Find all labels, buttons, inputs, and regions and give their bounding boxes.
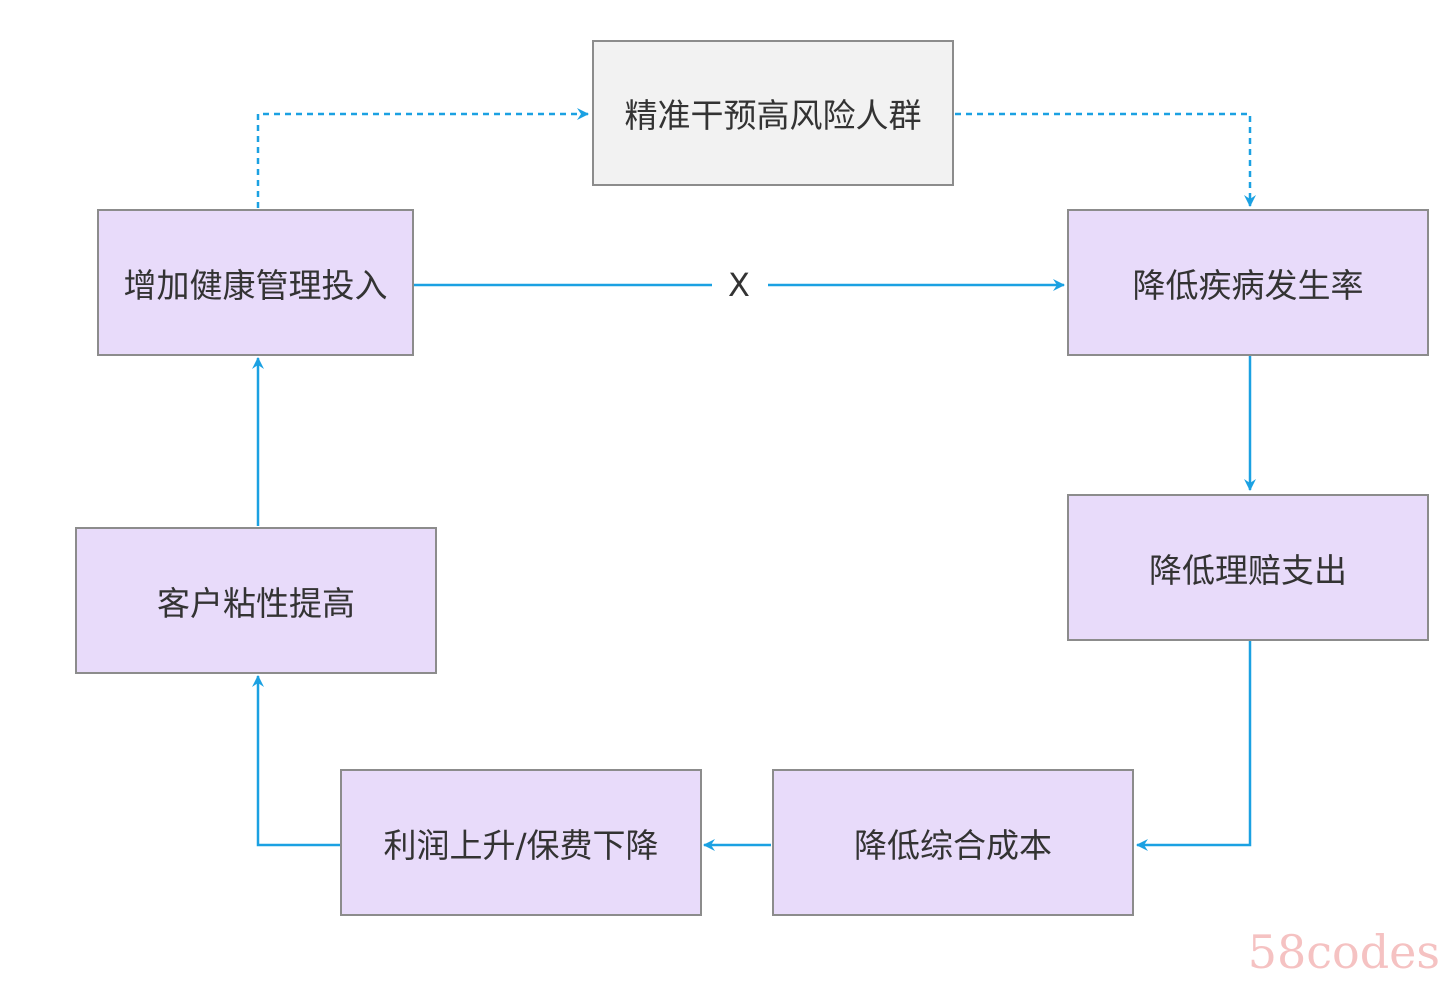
node-profit-premium: 利润上升/保费下降 xyxy=(340,769,702,916)
edge-investment-to-intervention xyxy=(256,108,589,208)
node-reduce-cost: 降低综合成本 xyxy=(772,769,1134,916)
node-reduce-claims-label: 降低理赔支出 xyxy=(1149,550,1347,590)
node-precise-intervention: 精准干预高风险人群 xyxy=(592,40,954,186)
node-reduce-cost-label: 降低综合成本 xyxy=(854,825,1052,865)
node-reduce-claims: 降低理赔支出 xyxy=(1067,494,1429,641)
edge-label-x: X xyxy=(714,265,764,305)
node-increase-investment-label: 增加健康管理投入 xyxy=(123,265,388,305)
node-profit-premium-label: 利润上升/保费下降 xyxy=(383,825,659,865)
watermark: 58codes xyxy=(1247,925,1440,979)
node-customer-stickiness-label: 客户粘性提高 xyxy=(157,583,355,623)
edge-claims-to-cost xyxy=(1136,641,1252,851)
edge-intervention-to-disease-rate xyxy=(955,112,1256,207)
node-customer-stickiness: 客户粘性提高 xyxy=(75,527,437,674)
node-increase-investment: 增加健康管理投入 xyxy=(97,209,414,356)
node-precise-intervention-label: 精准干预高风险人群 xyxy=(624,96,922,135)
edge-profit-to-stickiness xyxy=(252,675,340,847)
node-reduce-disease-rate: 降低疾病发生率 xyxy=(1067,209,1429,356)
node-reduce-disease-rate-label: 降低疾病发生率 xyxy=(1132,265,1364,305)
